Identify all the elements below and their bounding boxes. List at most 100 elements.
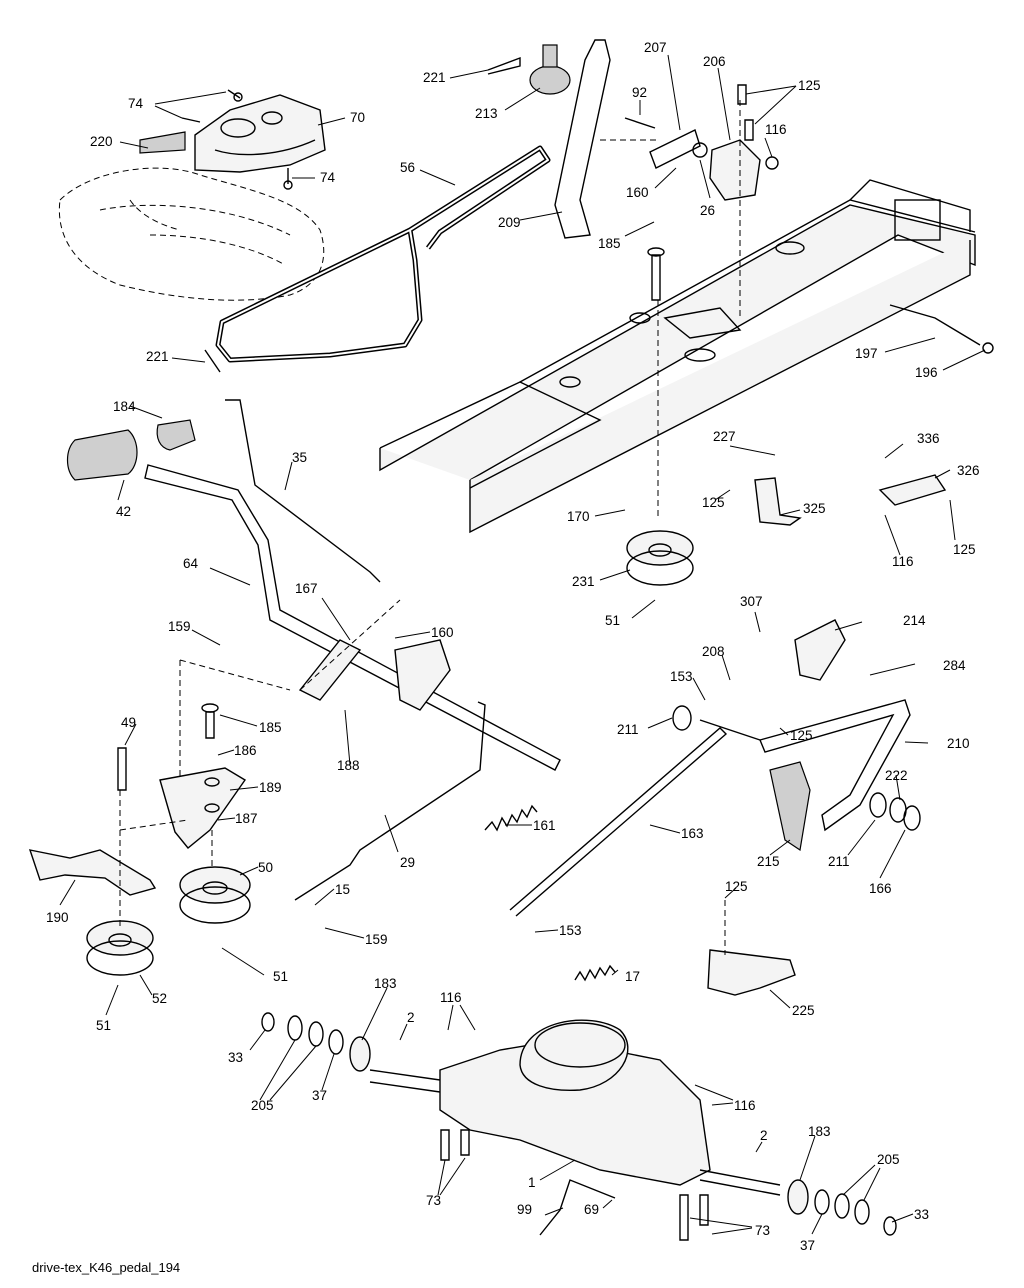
label-125: 125 [790, 728, 813, 743]
console-cover-part-70 [194, 94, 326, 173]
rod-part-99 [539, 1179, 616, 1236]
label-15: 15 [335, 882, 350, 897]
label-125: 125 [725, 879, 748, 894]
hub-parts-left [261, 1012, 371, 1072]
knob-part-184 [156, 419, 196, 451]
label-125: 125 [702, 495, 725, 510]
label-33: 33 [914, 1207, 929, 1222]
label-209: 209 [498, 215, 521, 230]
label-116: 116 [892, 554, 914, 569]
pulley-part-231 [626, 530, 694, 586]
label-49: 49 [121, 715, 136, 730]
label-205: 205 [877, 1152, 900, 1167]
label-211: 211 [617, 722, 639, 737]
label-187: 187 [235, 811, 258, 826]
label-51: 51 [605, 613, 620, 628]
label-160: 160 [431, 625, 454, 640]
label-183: 183 [808, 1124, 831, 1139]
label-52: 52 [152, 991, 167, 1006]
label-163: 163 [681, 826, 704, 841]
label-74: 74 [320, 170, 336, 185]
bracket-part-206 [624, 84, 779, 201]
label-159: 159 [168, 619, 191, 634]
label-185: 185 [598, 236, 621, 251]
fender-outline [58, 167, 325, 301]
label-64: 64 [183, 556, 199, 571]
label-208: 208 [702, 644, 725, 659]
bracket-part-326 [878, 474, 947, 506]
rod-part-197 [889, 304, 994, 354]
label-125: 125 [798, 78, 821, 93]
pulley-part-50 [179, 866, 251, 924]
label-197: 197 [855, 346, 878, 361]
label-205: 205 [251, 1098, 274, 1113]
label-222: 222 [885, 768, 908, 783]
label-42: 42 [116, 504, 131, 519]
label-225: 225 [792, 1003, 815, 1018]
label-214: 214 [903, 613, 926, 628]
label-26: 26 [700, 203, 715, 218]
label-213: 213 [475, 106, 498, 121]
label-307: 307 [740, 594, 763, 609]
label-221: 221 [423, 70, 446, 85]
drive-belt-part-56 [215, 145, 551, 363]
screw-part-74 [181, 89, 293, 190]
label-231: 231 [572, 574, 595, 589]
lever-part-64 [144, 464, 561, 771]
bracket-part-190 [28, 849, 157, 896]
label-215: 215 [757, 854, 780, 869]
label-189: 189 [259, 780, 282, 795]
clip-part-221 [204, 56, 521, 373]
rod-part-29 [294, 701, 486, 901]
label-207: 207 [644, 40, 667, 55]
label-336: 336 [917, 431, 940, 446]
label-188: 188 [337, 758, 360, 773]
rod-part-163 [509, 727, 728, 917]
transaxle-part-1 [369, 1019, 781, 1196]
label-153: 153 [670, 669, 693, 684]
label-17: 17 [625, 969, 640, 984]
label-37: 37 [312, 1088, 327, 1103]
label-190: 190 [46, 910, 69, 925]
label-210: 210 [947, 736, 970, 751]
label-166: 166 [869, 881, 892, 896]
spring-part-161 [484, 804, 538, 832]
label-186: 186 [234, 743, 257, 758]
label-37: 37 [800, 1238, 815, 1253]
label-74: 74 [128, 96, 144, 111]
label-35: 35 [292, 450, 307, 465]
lever-part-209 [554, 39, 611, 239]
label-206: 206 [703, 54, 726, 69]
label-125: 125 [953, 542, 976, 557]
plate-part-189 [159, 767, 247, 849]
hub-parts-right [787, 1179, 897, 1236]
label-92: 92 [632, 85, 647, 100]
bracket-part-325 [754, 477, 802, 526]
alignment-lines [119, 100, 741, 955]
label-161: 161 [533, 818, 556, 833]
label-56: 56 [400, 160, 415, 175]
label-116: 116 [440, 990, 462, 1005]
label-50: 50 [258, 860, 273, 875]
rod-part-35 [225, 399, 381, 583]
grip-part-42 [66, 429, 138, 481]
part-labels: 74 70 220 74 56 221 213 207 206 125 92 1… [46, 40, 980, 1253]
label-29: 29 [400, 855, 415, 870]
chassis-frame [379, 179, 976, 534]
label-116: 116 [734, 1098, 756, 1113]
label-220: 220 [90, 134, 113, 149]
bolt-part-49 [117, 747, 127, 791]
diagram-caption: drive-tex_K46_pedal_194 [32, 1260, 181, 1275]
label-326: 326 [957, 463, 980, 478]
label-99: 99 [517, 1202, 532, 1217]
label-70: 70 [350, 110, 365, 125]
label-227: 227 [713, 429, 736, 444]
bolt-part-185b [201, 703, 219, 739]
label-73: 73 [755, 1223, 770, 1238]
pulley-part-52 [86, 920, 154, 976]
bracket-part-167 [298, 639, 451, 711]
label-51: 51 [96, 1018, 111, 1033]
label-51: 51 [273, 969, 288, 984]
label-153: 153 [559, 923, 582, 938]
